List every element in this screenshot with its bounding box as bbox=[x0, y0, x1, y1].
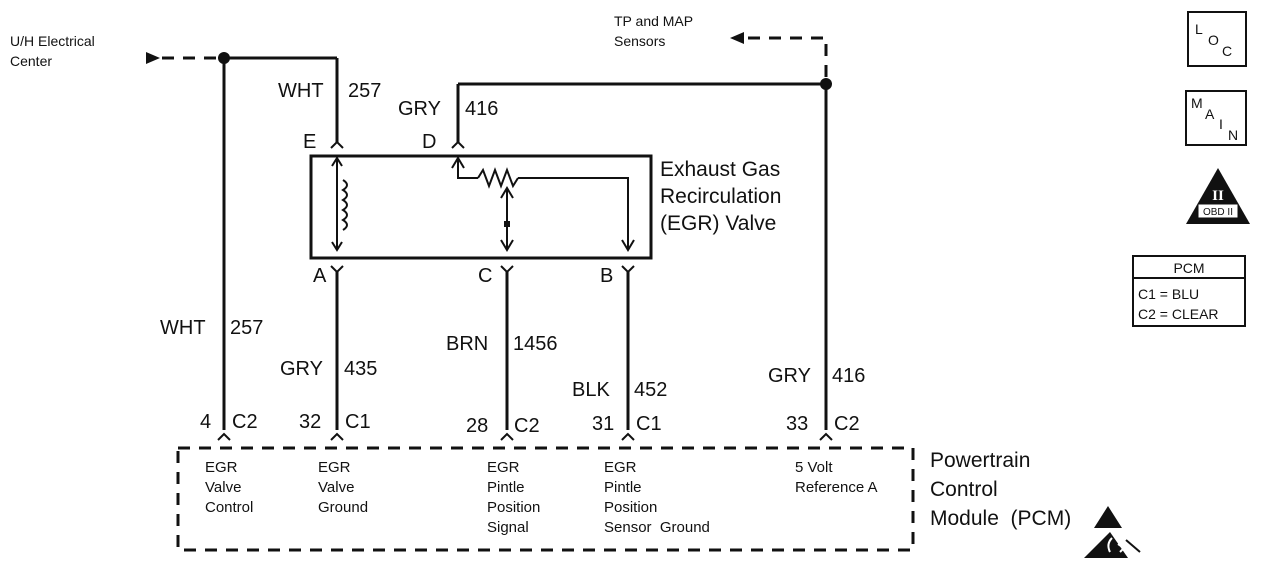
pcm-pin-32-num: 32 bbox=[299, 411, 321, 433]
tp-map-feed bbox=[730, 32, 832, 90]
wire-label-wht-left-num: 257 bbox=[230, 317, 263, 339]
valve-label-1: Exhaust Gas bbox=[660, 158, 780, 181]
svg-text:Reference A: Reference A bbox=[795, 479, 878, 496]
svg-text:N: N bbox=[1228, 127, 1238, 143]
svg-text:EGR: EGR bbox=[487, 459, 520, 476]
svg-text:Valve: Valve bbox=[318, 479, 354, 496]
pcm-pin-28-num: 28 bbox=[466, 415, 488, 437]
wire-label-gry435-color: GRY bbox=[280, 358, 323, 380]
wire-label-gry416-right-color: GRY bbox=[768, 365, 811, 387]
pcm-function-valve-control: EGR Valve Control bbox=[205, 459, 253, 516]
wire-gry-416 bbox=[456, 82, 828, 430]
legend-title: PCM bbox=[1173, 260, 1204, 276]
valve-label-2: Recirculation bbox=[660, 185, 781, 208]
legend-row-2: C2 = CLEAR bbox=[1138, 306, 1219, 322]
svg-text:Signal: Signal bbox=[487, 519, 529, 536]
wire-label-brn-num: 1456 bbox=[513, 333, 558, 355]
pcm-pin-terminals bbox=[217, 432, 833, 441]
valve-pin-a: A bbox=[313, 265, 327, 287]
svg-text:Position: Position bbox=[604, 499, 657, 516]
svg-text:Sensor Ground: Sensor Ground bbox=[604, 519, 710, 536]
wire-label-gry416-right-num: 416 bbox=[832, 365, 865, 387]
uh-center-label-2: Center bbox=[10, 53, 52, 69]
pcm-connector-legend: PCM C1 = BLU C2 = CLEAR bbox=[1132, 255, 1246, 327]
loc-icon: L O C bbox=[1187, 11, 1247, 67]
wire-label-wht-left-color: WHT bbox=[160, 317, 206, 339]
svg-text:Position: Position bbox=[487, 499, 540, 516]
svg-text:EGR: EGR bbox=[205, 459, 238, 476]
uh-center-label-1: U/H Electrical bbox=[10, 33, 95, 49]
pcm-label-1: Powertrain bbox=[930, 449, 1030, 472]
svg-text:I: I bbox=[1219, 116, 1223, 132]
pcm-pin-31-num: 31 bbox=[592, 413, 614, 435]
svg-text:Control: Control bbox=[205, 499, 253, 516]
svg-text:L: L bbox=[1195, 21, 1203, 37]
pcm-function-5v-reference: 5 Volt Reference A bbox=[795, 459, 878, 496]
pcm-function-pintle-signal: EGR Pintle Position Signal bbox=[487, 459, 540, 536]
pcm-pin-4-num: 4 bbox=[200, 411, 211, 433]
pcm-pin-33-num: 33 bbox=[786, 413, 808, 435]
pcm-label-3: Module (PCM) bbox=[930, 507, 1071, 530]
wire-label-gry-top-num: 416 bbox=[465, 98, 498, 120]
valve-pin-b: B bbox=[600, 265, 613, 287]
wire-label-brn-color: BRN bbox=[446, 333, 488, 355]
svg-text:O: O bbox=[1208, 32, 1219, 48]
tp-map-label-2: Sensors bbox=[614, 33, 665, 49]
uh-center-feed bbox=[146, 52, 230, 64]
svg-text:5 Volt: 5 Volt bbox=[795, 459, 833, 476]
pcm-box bbox=[176, 446, 915, 552]
svg-text:Pintle: Pintle bbox=[604, 479, 642, 496]
wire-wht-257 bbox=[222, 56, 339, 430]
potentiometer-icon bbox=[451, 156, 635, 252]
svg-text:II: II bbox=[1212, 188, 1224, 204]
svg-text:A: A bbox=[1205, 106, 1215, 122]
valve-pin-e: E bbox=[303, 131, 316, 153]
svg-text:Pintle: Pintle bbox=[487, 479, 525, 496]
wire-label-gry-top-color: GRY bbox=[398, 98, 441, 120]
valve-pin-c: C bbox=[478, 265, 492, 287]
pcm-pin-33-conn: C2 bbox=[834, 413, 860, 435]
pcm-pin-28-conn: C2 bbox=[514, 415, 540, 437]
pcm-pin-4-conn: C2 bbox=[232, 411, 258, 433]
svg-text:M: M bbox=[1191, 95, 1203, 111]
wire-label-blk-color: BLK bbox=[572, 379, 610, 401]
pcm-label-2: Control bbox=[930, 478, 998, 501]
pcm-pin-31-conn: C1 bbox=[636, 413, 662, 435]
pcm-function-pintle-sensor-ground: EGR Pintle Position Sensor Ground bbox=[604, 459, 710, 536]
svg-text:OBD II: OBD II bbox=[1203, 207, 1233, 218]
svg-text:Valve: Valve bbox=[205, 479, 241, 496]
tp-map-label-1: TP and MAP bbox=[614, 13, 693, 29]
legend-row-1: C1 = BLU bbox=[1138, 286, 1199, 302]
valve-label-3: (EGR) Valve bbox=[660, 212, 776, 235]
wire-label-blk-num: 452 bbox=[634, 379, 667, 401]
pcm-function-valve-ground: EGR Valve Ground bbox=[318, 459, 368, 516]
wire-label-gry435-num: 435 bbox=[344, 358, 377, 380]
wire-label-wht-top-num: 257 bbox=[348, 80, 381, 102]
solenoid-coil-icon bbox=[331, 156, 348, 252]
pcm-pin-32-conn: C1 bbox=[345, 411, 371, 433]
obd-ii-icon: II OBD II bbox=[1186, 168, 1250, 224]
svg-text:Ground: Ground bbox=[318, 499, 368, 516]
svg-text:EGR: EGR bbox=[318, 459, 351, 476]
connector-terminals-top bbox=[330, 140, 465, 149]
esd-warning-icon bbox=[1084, 506, 1141, 558]
main-icon: M A I N bbox=[1185, 90, 1247, 146]
wire-label-wht-top-color: WHT bbox=[278, 80, 324, 102]
egr-valve-box bbox=[309, 154, 653, 260]
svg-text:EGR: EGR bbox=[604, 459, 637, 476]
svg-text:C: C bbox=[1222, 43, 1232, 59]
valve-pin-d: D bbox=[422, 131, 436, 153]
